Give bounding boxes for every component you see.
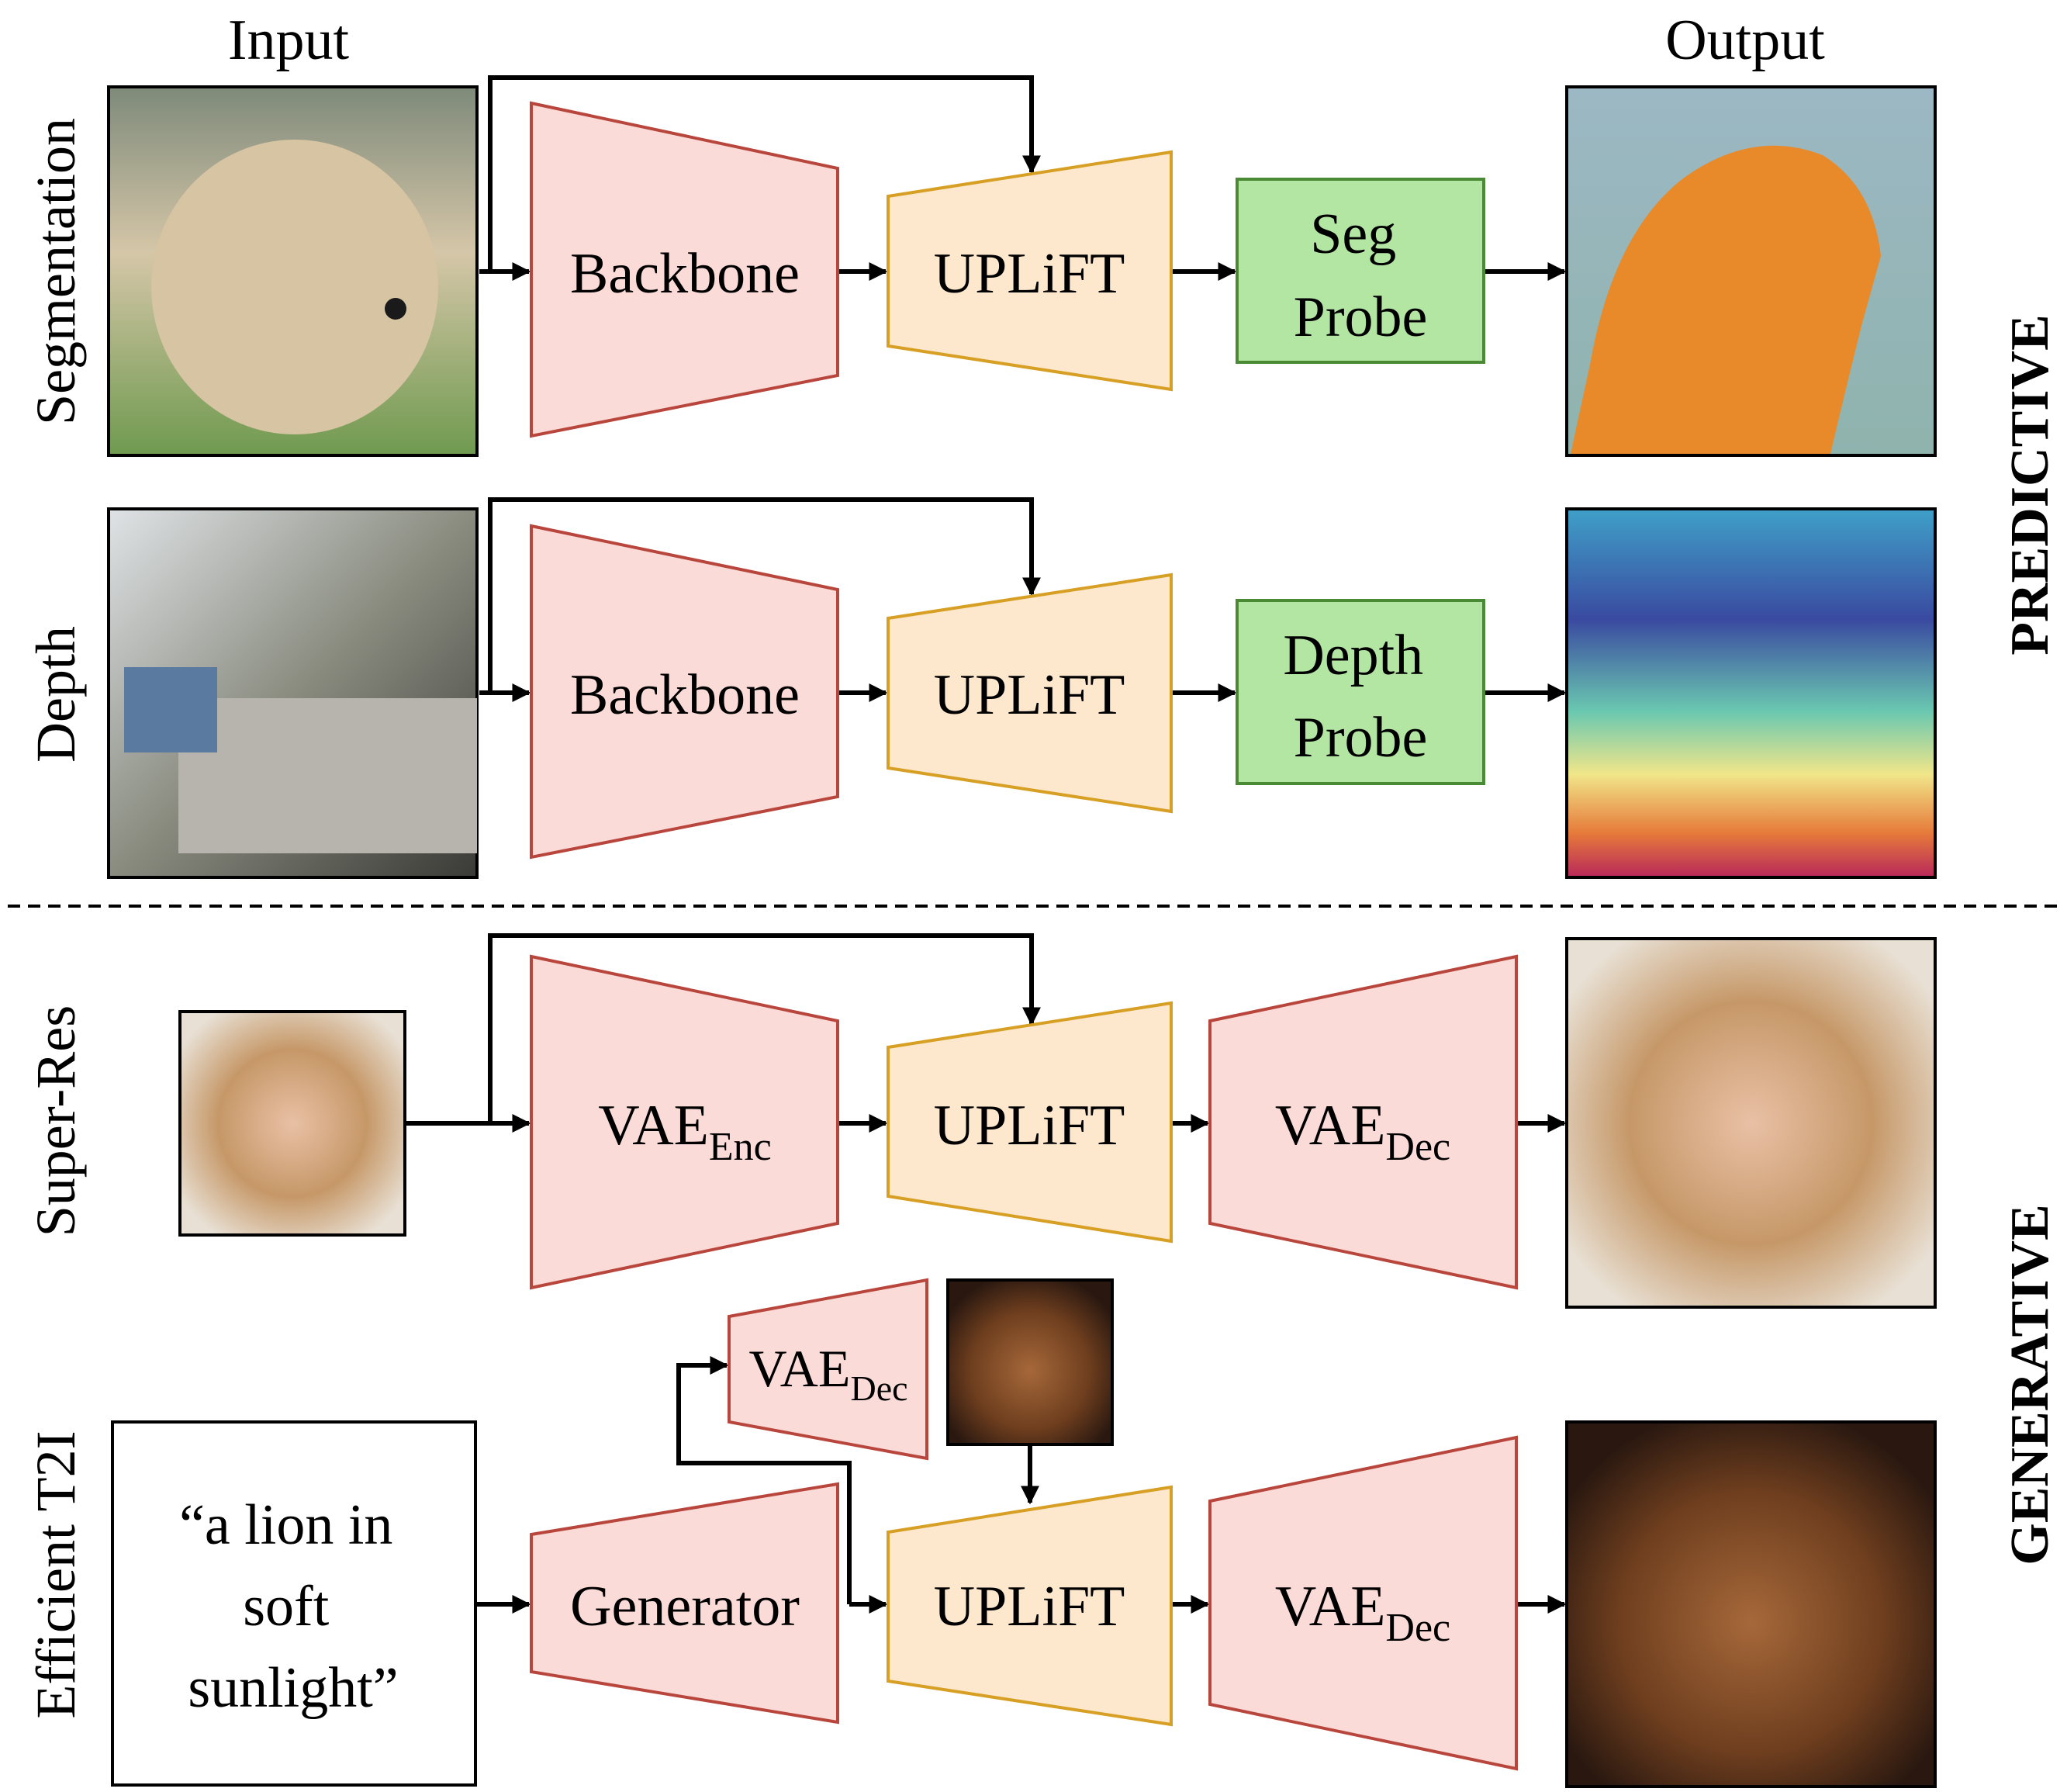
segmentation-uplift-block — [887, 150, 1173, 392]
segmentation-backbone-block — [530, 101, 839, 438]
prompt-text: “a lion in soft sunlight” — [179, 1493, 407, 1720]
depth-backbone-label: Backbone — [570, 663, 800, 727]
vae-enc-label: VAEEnc — [598, 1094, 771, 1169]
depth-uplift-block — [887, 573, 1173, 814]
seg-probe-label: Seg Probe — [1294, 202, 1428, 349]
t2i-vae-dec-label: VAEDec — [1275, 1575, 1450, 1650]
output-column-label: Output — [1665, 9, 1825, 72]
t2i-uplift-block — [887, 1485, 1173, 1727]
depth-backbone-block — [530, 524, 839, 860]
segmentation-output-image — [1565, 85, 1937, 457]
depth-input-image — [107, 507, 479, 879]
prompt-box — [111, 1420, 477, 1787]
vae-enc-block — [530, 954, 839, 1290]
t2i-uplift-label: UPLiFT — [934, 1575, 1125, 1638]
segmentation-skip-arrow — [488, 75, 1041, 272]
super-res-vae-dec-block — [1208, 954, 1518, 1290]
super-res-input-image — [178, 1010, 406, 1237]
depth-probe-label-line1: Depth — [1283, 624, 1423, 687]
prompt-line2: soft — [243, 1575, 329, 1638]
t2i-vae-dec-block — [1208, 1435, 1518, 1771]
seg-probe-label-line1: Seg — [1310, 202, 1396, 266]
generator-to-small-dec-arrow — [676, 1356, 852, 1604]
vae-enc-label-main: VAE — [598, 1094, 709, 1157]
prompt-line1: “a lion in — [179, 1493, 392, 1557]
row-label-depth: Depth — [25, 626, 87, 763]
super-res-skip-arrow — [488, 933, 1041, 1123]
depth-output-image — [1565, 507, 1937, 879]
super-res-vae-dec-label-main: VAE — [1275, 1094, 1386, 1157]
segmentation-input-image — [107, 85, 479, 457]
t2i-output-lion-image — [1565, 1420, 1937, 1788]
t2i-vae-dec-label-main: VAE — [1275, 1575, 1386, 1638]
small-vae-dec-label-main: VAE — [748, 1339, 850, 1398]
vae-enc-label-sub: Enc — [709, 1125, 772, 1169]
segmentation-backbone-label: Backbone — [570, 242, 800, 306]
super-res-uplift-block — [887, 1001, 1173, 1244]
small-vae-dec-label-sub: Dec — [850, 1368, 907, 1408]
section-label-generative: GENERATIVE — [2000, 1204, 2060, 1565]
small-lion-image — [946, 1278, 1114, 1446]
prompt-line3: sunlight” — [188, 1656, 398, 1720]
depth-skip-arrow — [488, 497, 1041, 693]
t2i-vae-dec-label-sub: Dec — [1385, 1606, 1450, 1650]
depth-probe-block — [1236, 599, 1485, 785]
section-label-predictive: PREDICTIVE — [2000, 314, 2060, 656]
row-label-efficient-t2i: Efficient T2I — [25, 1430, 87, 1718]
generator-label: Generator — [570, 1575, 800, 1638]
seg-probe-label-line2: Probe — [1294, 285, 1428, 349]
row-label-segmentation: Segmentation — [25, 118, 87, 425]
depth-probe-label-line2: Probe — [1294, 706, 1428, 770]
small-vae-dec-label: VAEDec — [748, 1339, 907, 1408]
row-label-super-res: Super-Res — [25, 1005, 87, 1237]
seg-probe-block — [1236, 178, 1485, 364]
generator-block — [530, 1482, 839, 1725]
super-res-uplift-label: UPLiFT — [934, 1094, 1125, 1157]
input-column-label: Input — [228, 9, 350, 72]
super-res-vae-dec-label: VAEDec — [1275, 1094, 1450, 1169]
depth-probe-label: Depth Probe — [1283, 624, 1437, 770]
super-res-vae-dec-label-sub: Dec — [1385, 1125, 1450, 1169]
small-vae-dec-block — [728, 1278, 928, 1461]
depth-uplift-label: UPLiFT — [934, 663, 1125, 727]
segmentation-uplift-label: UPLiFT — [934, 242, 1125, 306]
super-res-output-image — [1565, 937, 1937, 1309]
